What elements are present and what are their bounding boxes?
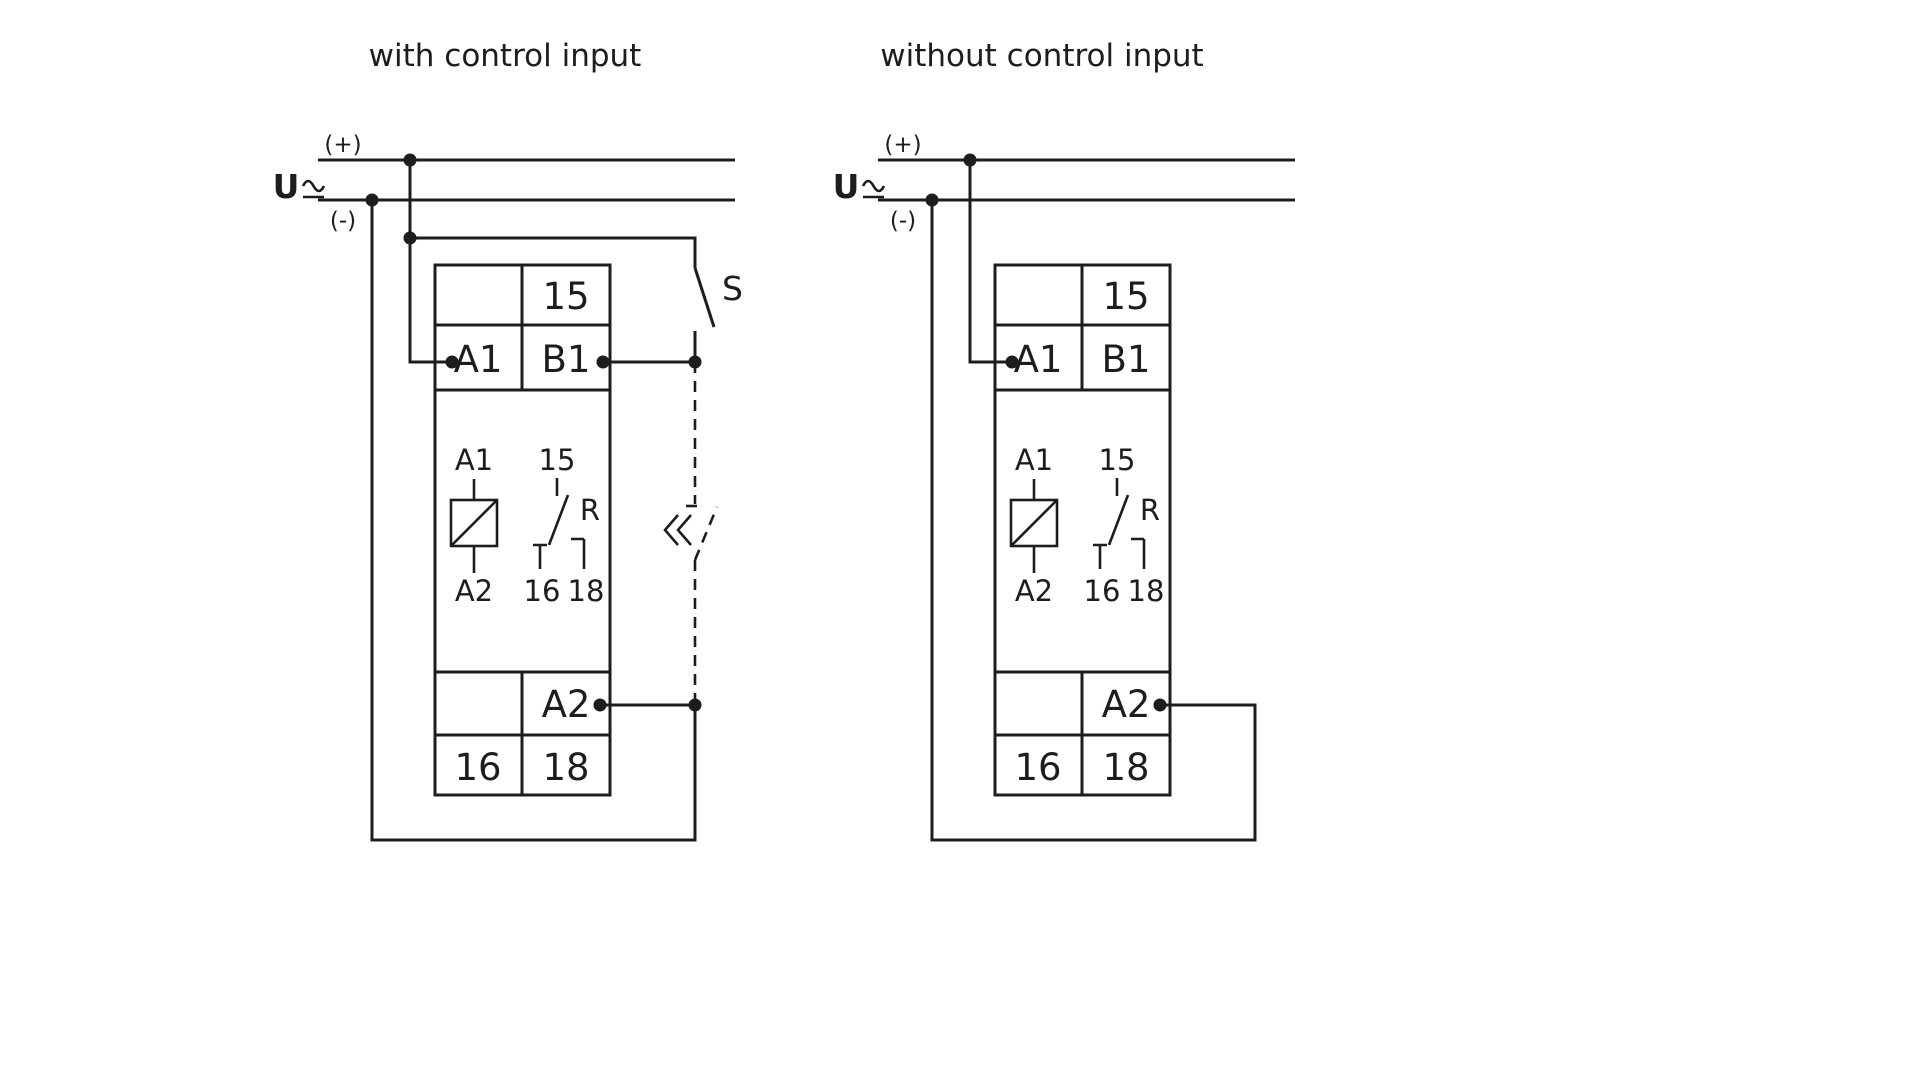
junction-dot-plus-rail: [403, 153, 417, 167]
left-diagram-title: with control input: [369, 38, 642, 74]
right-supply-unit: [831, 130, 1297, 236]
dashed-contact-chevron-inner: [676, 514, 692, 546]
junction-dot-a2: [1153, 698, 1167, 712]
junction-dot-plus-rail: [963, 153, 977, 167]
left-relay-module: [433, 263, 612, 797]
junction-dot-branch: [403, 231, 417, 245]
control-switch-icon: [693, 267, 716, 362]
wire-minus-return: [370, 200, 697, 842]
dashed-contact-chevron-outer: [663, 514, 679, 546]
junction-dot-switch-out: [688, 355, 702, 369]
switch-label: S: [722, 269, 743, 308]
left-diagram: S: [271, 130, 743, 842]
junction-dot-a1: [1005, 355, 1019, 369]
dashed-contact-blade: [693, 506, 719, 561]
left-supply-unit: [271, 130, 737, 236]
junction-dot-minus-rail: [365, 193, 379, 207]
junction-dot-b1: [596, 355, 610, 369]
wire-branch-to-switch: [410, 236, 697, 268]
junction-dot-a2: [593, 698, 607, 712]
wire-plus-to-a1: [968, 160, 1012, 364]
wire-plus-to-a1: [408, 160, 452, 364]
switch-blade: [693, 267, 716, 328]
junction-dot-a2-return: [688, 698, 702, 712]
external-contact-dashed-icon: [663, 362, 719, 705]
right-relay-module: [993, 263, 1172, 797]
junction-dot-a1: [445, 355, 459, 369]
junction-dot-minus-rail: [925, 193, 939, 207]
right-diagram: [831, 130, 1297, 842]
wire-minus-return: [930, 200, 1257, 842]
right-diagram-title: without control input: [880, 38, 1203, 74]
